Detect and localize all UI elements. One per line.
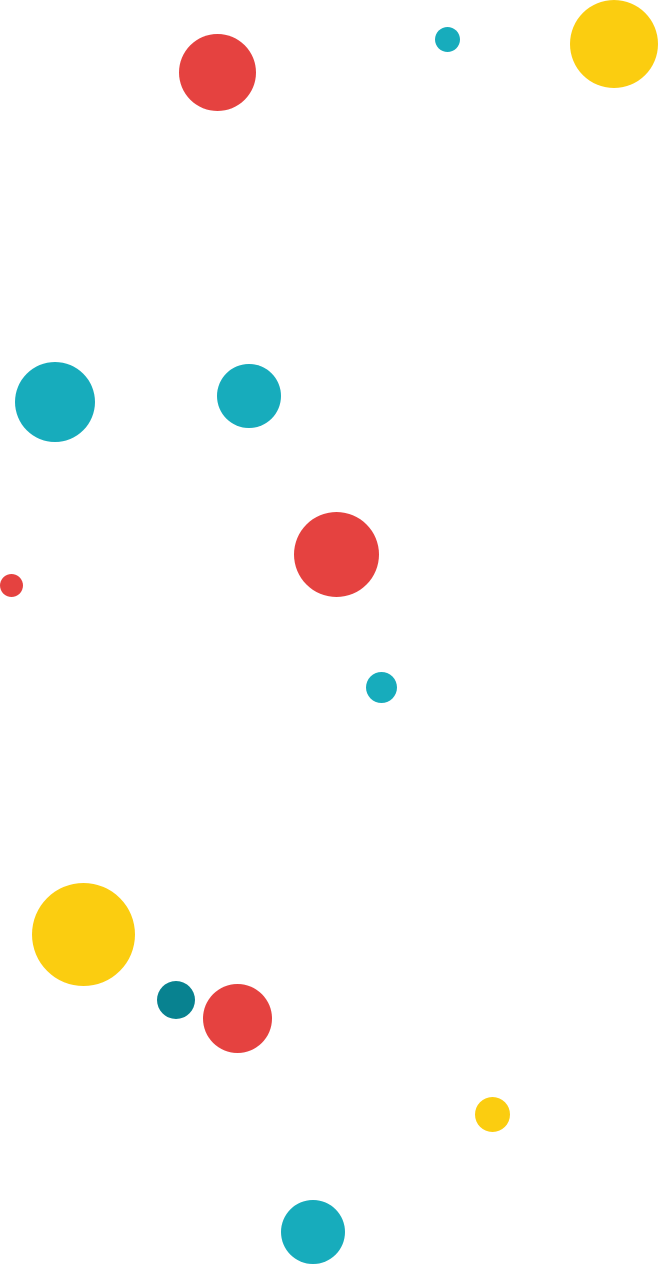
teal-dot	[366, 672, 397, 703]
teal-dot	[281, 1200, 345, 1264]
dark-teal-dot	[157, 981, 195, 1019]
red-dot	[179, 34, 256, 111]
yellow-dot	[570, 0, 658, 88]
teal-dot	[435, 27, 460, 52]
yellow-dot	[32, 883, 135, 986]
red-dot	[203, 984, 272, 1053]
red-dot	[294, 512, 379, 597]
red-dot	[0, 574, 23, 597]
yellow-dot	[475, 1097, 510, 1132]
teal-dot	[15, 362, 95, 442]
teal-dot	[217, 364, 281, 428]
